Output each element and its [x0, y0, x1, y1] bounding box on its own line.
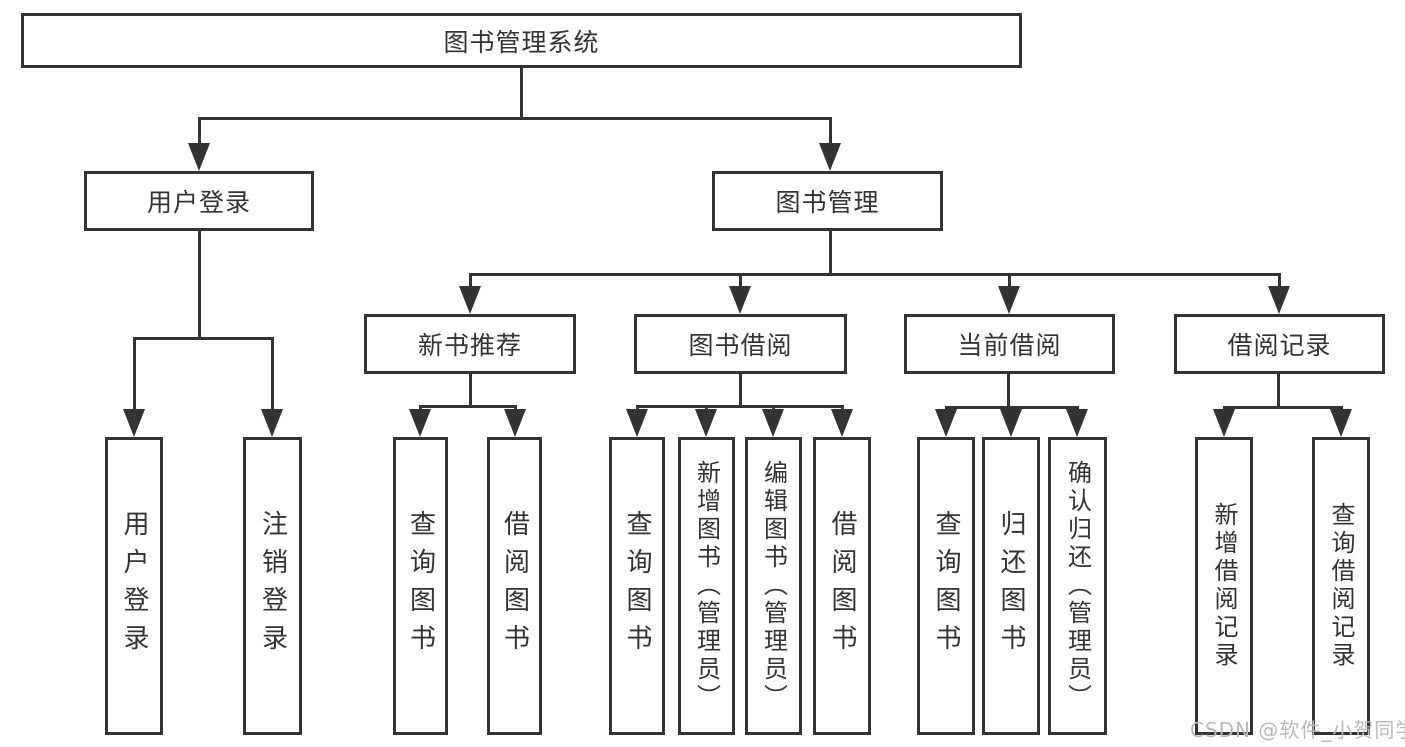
- connector-stem-borrowing-records: [1277, 374, 1280, 409]
- arrowhead-icon: [188, 143, 210, 171]
- connector-drop-new-book-recommend: [469, 273, 472, 288]
- connector-drop-query-books-3: [945, 406, 948, 411]
- node-root: 图书管理系统: [21, 13, 1022, 68]
- node-add-borrow-record: 新增借阅记录: [1195, 437, 1253, 735]
- arrowhead-icon: [998, 286, 1020, 314]
- node-label-borrow-books-1: 借阅图书: [499, 510, 530, 662]
- connector-drop-logout-action: [271, 337, 274, 411]
- connector-drop-current-borrowing: [1008, 273, 1011, 288]
- node-label-query-borrow-record: 查询借阅记录: [1327, 502, 1355, 670]
- node-label-add-books-admin: 新增图书（管理员）: [692, 460, 721, 712]
- arrowhead-icon: [504, 409, 526, 437]
- connector-rail-book-borrowing: [636, 405, 844, 408]
- arrowhead-icon: [762, 409, 784, 437]
- node-label-user-login-action: 用户登录: [119, 510, 149, 662]
- node-label-root: 图书管理系统: [443, 27, 600, 57]
- connector-rail-user-login: [133, 337, 274, 340]
- connector-drop-query-books-2: [636, 405, 639, 411]
- node-label-book-management: 图书管理: [775, 188, 880, 217]
- node-book-borrowing: 图书借阅: [634, 314, 847, 374]
- connector-rail-new-book-recommend: [419, 405, 517, 408]
- arrowhead-icon: [819, 143, 841, 171]
- connector-drop-borrowing-records: [1278, 273, 1281, 288]
- connector-drop-confirm-return-admin: [1076, 406, 1079, 411]
- connector-rail-borrowing-records: [1223, 406, 1343, 409]
- node-user-login: 用户登录: [84, 171, 314, 231]
- connector-drop-query-borrow-record: [1340, 406, 1343, 411]
- arrowhead-icon: [1268, 286, 1290, 314]
- connector-stem-book-management: [829, 231, 832, 276]
- arrowhead-icon: [935, 409, 957, 437]
- connector-rail-root: [198, 117, 832, 120]
- node-edit-books-admin: 编辑图书（管理员）: [745, 437, 802, 735]
- connector-stem-new-book-recommend: [469, 374, 472, 408]
- connector-drop-book-borrowing: [739, 273, 742, 288]
- connector-stem-root: [520, 68, 523, 120]
- node-return-books: 归还图书: [982, 437, 1040, 735]
- connector-drop-edit-books-admin: [772, 405, 775, 411]
- arrowhead-icon: [626, 409, 648, 437]
- node-current-borrowing: 当前借阅: [904, 314, 1115, 374]
- arrowhead-icon: [459, 286, 481, 314]
- connector-stem-current-borrowing: [1007, 374, 1010, 409]
- csdn-watermark: CSDN @软件_小贺同学: [1190, 718, 1405, 742]
- connector-drop-query-books-1: [419, 405, 422, 411]
- node-borrow-books-1: 借阅图书: [487, 437, 542, 735]
- connector-drop-add-books-admin: [705, 405, 708, 411]
- node-label-query-books-3: 查询图书: [931, 510, 961, 662]
- arrowhead-icon: [123, 409, 145, 437]
- node-borrow-books-2: 借阅图书: [813, 437, 871, 735]
- node-logout-action: 注销登录: [243, 437, 302, 735]
- node-book-management: 图书管理: [712, 171, 943, 231]
- connector-stem-user-login: [198, 231, 201, 340]
- node-label-borrow-books-2: 借阅图书: [827, 510, 857, 662]
- node-label-user-login: 用户登录: [146, 188, 251, 217]
- node-user-login-action: 用户登录: [105, 437, 163, 735]
- node-query-books-1: 查询图书: [393, 437, 448, 735]
- connector-drop-user-login: [198, 117, 201, 145]
- arrowhead-icon: [831, 409, 853, 437]
- node-label-book-borrowing: 图书借阅: [688, 331, 793, 360]
- node-query-borrow-record: 查询借阅记录: [1312, 437, 1370, 735]
- node-label-logout-action: 注销登录: [257, 510, 288, 662]
- node-label-borrowing-records: 借阅记录: [1227, 331, 1332, 360]
- arrowhead-icon: [695, 409, 717, 437]
- node-new-book-recommend: 新书推荐: [364, 314, 576, 374]
- connector-rail-book-management: [469, 273, 1281, 276]
- connector-drop-user-login-action: [133, 337, 136, 411]
- arrowhead-icon: [1066, 409, 1088, 437]
- node-label-confirm-return-admin: 确认归还（管理员）: [1063, 460, 1092, 712]
- arrowhead-icon: [261, 409, 283, 437]
- node-label-return-books: 归还图书: [996, 510, 1026, 662]
- node-add-books-admin: 新增图书（管理员）: [678, 437, 735, 735]
- connector-drop-borrow-books-1: [514, 405, 517, 411]
- connector-drop-book-management: [829, 117, 832, 145]
- arrowhead-icon: [1213, 409, 1235, 437]
- arrowhead-icon: [1330, 409, 1352, 437]
- node-confirm-return-admin: 确认归还（管理员）: [1048, 437, 1107, 735]
- node-query-books-2: 查询图书: [609, 437, 665, 735]
- node-label-query-books-2: 查询图书: [622, 510, 652, 662]
- node-label-add-borrow-record: 新增借阅记录: [1210, 502, 1238, 670]
- node-query-books-3: 查询图书: [917, 437, 975, 735]
- node-label-current-borrowing: 当前借阅: [957, 331, 1062, 360]
- arrowhead-icon: [1000, 409, 1022, 437]
- connector-drop-borrow-books-2: [841, 405, 844, 411]
- node-label-new-book-recommend: 新书推荐: [417, 331, 522, 360]
- arrowhead-icon: [409, 409, 431, 437]
- connector-drop-return-books: [1010, 406, 1013, 411]
- arrowhead-icon: [729, 286, 751, 314]
- connector-stem-book-borrowing: [739, 374, 742, 408]
- node-borrowing-records: 借阅记录: [1174, 314, 1385, 374]
- connector-drop-add-borrow-record: [1223, 406, 1226, 411]
- node-label-query-books-1: 查询图书: [405, 510, 436, 662]
- node-label-edit-books-admin: 编辑图书（管理员）: [759, 460, 788, 712]
